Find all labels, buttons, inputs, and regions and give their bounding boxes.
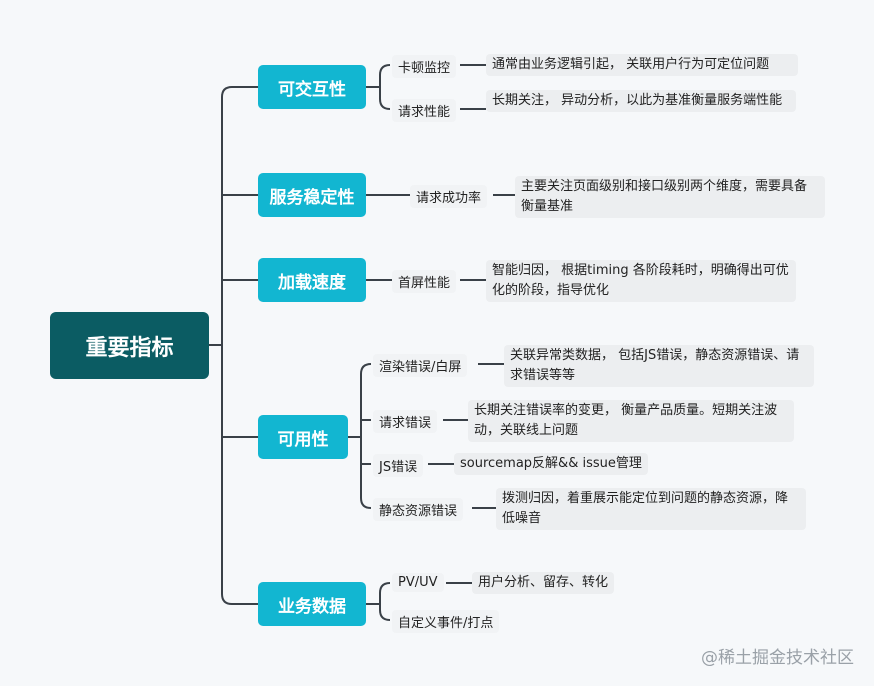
category-stability[interactable]: 服务稳定性 [258,173,366,217]
link-spine [221,86,233,605]
sub-request-success-rate[interactable]: 请求成功率 [410,185,488,208]
sub-custom-event[interactable]: 自定义事件/打点 [392,610,500,633]
desc-first-screen-perf: 智能归因， 根据timing 各阶段耗时，明确得出可优化的阶段，指导优化 [486,260,796,302]
desc-pv-uv: 用户分析、留存、转化 [472,572,615,594]
link-interactivity-bracket [366,64,391,110]
desc-request-success-rate: 主要关注页面级别和接口级别两个维度，需要具备衡量基准 [515,176,825,218]
desc-static-resource-error: 拨测归因，着重展示能定位到问题的静态资源，降低噪音 [496,488,806,530]
desc-render-error: 关联异常类数据， 包括JS错误，静态资源错误、请求错误等等 [504,345,814,387]
sub-static-resource-error[interactable]: 静态资源错误 [373,498,464,521]
desc-js-error: sourcemap反解&& issue管理 [454,453,648,475]
sub-freeze-monitor[interactable]: 卡顿监控 [392,55,457,78]
watermark: @稀土掘金技术社区 [701,648,854,668]
category-interactivity[interactable]: 可交互性 [258,65,366,109]
desc-request-error: 长期关注错误率的变更， 衡量产品质量。短期关注波动，关联线上问题 [468,400,794,442]
sub-js-error[interactable]: JS错误 [373,454,424,477]
sub-pv-uv[interactable]: PV/UV [392,573,444,592]
sub-request-performance[interactable]: 请求性能 [392,99,457,122]
link-availability-bracket [348,363,372,509]
category-loading[interactable]: 加载速度 [258,258,366,302]
desc-request-performance: 长期关注， 异动分析，以此为基准衡量服务端性能 [486,90,796,112]
category-business[interactable]: 业务数据 [258,582,366,626]
link-business-bracket [366,582,391,621]
sub-request-error[interactable]: 请求错误 [373,410,438,433]
root-node[interactable]: 重要指标 [50,312,209,379]
sub-render-error[interactable]: 渲染错误/白屏 [373,354,468,377]
desc-freeze-monitor: 通常由业务逻辑引起， 关联用户行为可定位问题 [486,54,798,76]
category-availability[interactable]: 可用性 [258,415,348,459]
sub-first-screen-perf[interactable]: 首屏性能 [392,270,457,293]
